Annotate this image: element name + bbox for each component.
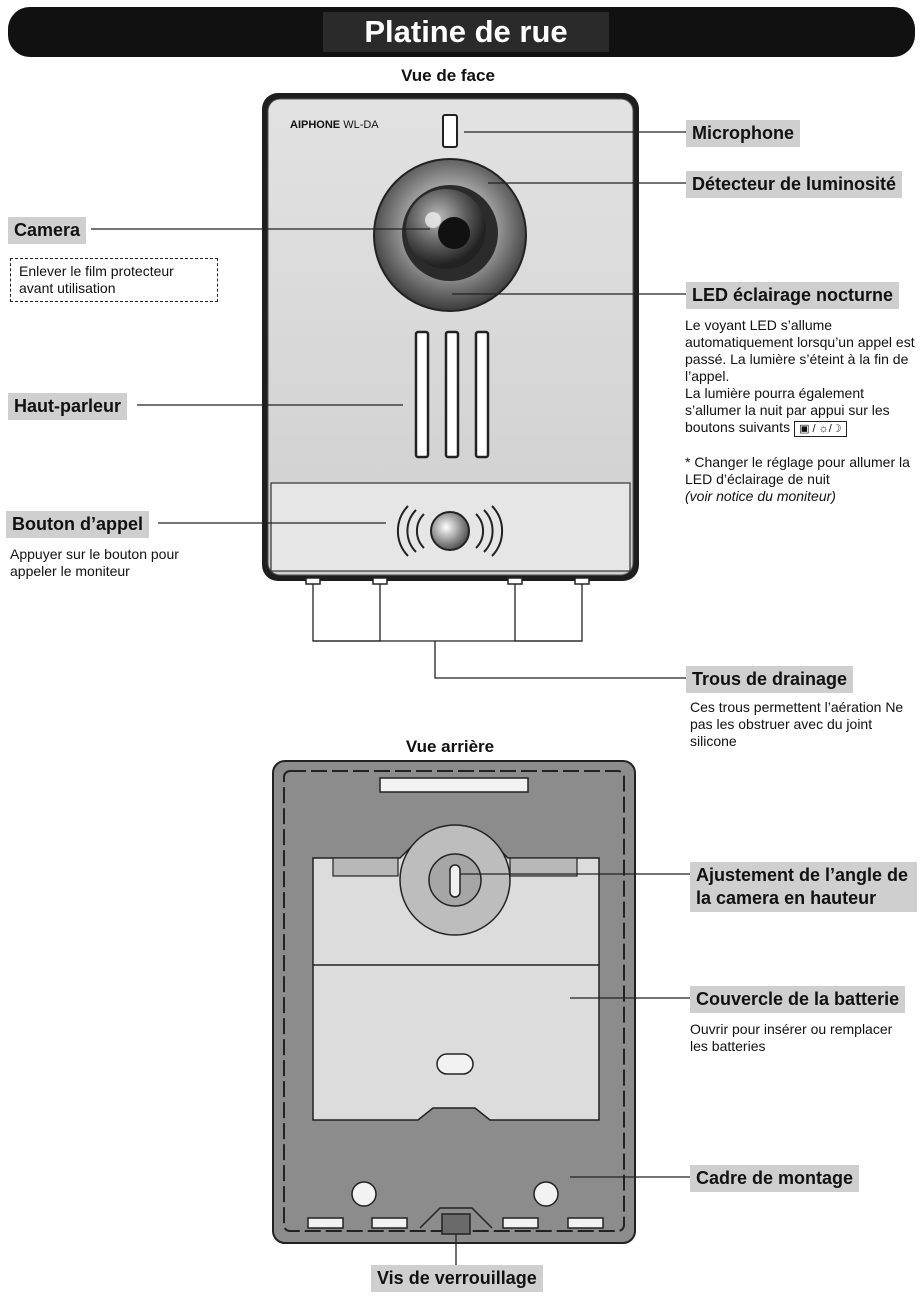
label-drainage: Trous de drainage (686, 666, 854, 693)
angle-screw (449, 864, 461, 898)
page-title: Platine de rue (323, 12, 609, 52)
call-button-description: Appuyer sur le bouton pour appeler le mo… (10, 546, 179, 579)
mount-hole-left (351, 1181, 377, 1207)
locking-screw (441, 1213, 471, 1235)
speaker-slots (414, 330, 490, 459)
front-leader-lines (91, 131, 686, 679)
led-description: Le voyant LED s’allume automatiquement l… (685, 317, 915, 504)
rear-view-device (272, 760, 636, 1244)
label-light-sensor: Détecteur de luminosité (686, 171, 903, 198)
label-microphone: Microphone (686, 120, 800, 147)
label-led: LED éclairage nocturne (686, 282, 900, 309)
rear-view-title: Vue arrière (405, 737, 495, 756)
camera-pupil (438, 217, 470, 249)
battery-cover-description: Ouvrir pour insérer ou remplacer les bat… (690, 1021, 893, 1054)
brand-label: AIPHONE WL-DA (290, 119, 379, 131)
label-camera: Camera (8, 217, 87, 244)
label-speaker: Haut-parleur (8, 393, 128, 420)
drainage-description: Ces trous permettent l’aération Ne pas l… (690, 699, 904, 749)
label-battery-cover: Couvercle de la batterie (690, 986, 906, 1013)
call-button (396, 505, 504, 557)
lens-highlight (425, 212, 441, 228)
label-angle: Ajustement de l’angle de la camera en ha… (690, 862, 917, 912)
rear-leader-lines (455, 873, 690, 1265)
label-call-button: Bouton d’appel (6, 511, 149, 538)
led-buttons: ▣ / ☼/☽ (794, 421, 847, 437)
lower-hole (436, 1053, 474, 1075)
top-slot (379, 777, 529, 793)
label-frame: Cadre de montage (690, 1165, 860, 1192)
microphone-slot (442, 114, 458, 148)
label-screw: Vis de verrouillage (371, 1265, 543, 1292)
front-view-device (262, 93, 639, 585)
mount-hole-right (533, 1181, 559, 1207)
camera-note: Enlever le film protecteur avant utilisa… (10, 258, 218, 302)
bottom-tabs (307, 1217, 604, 1229)
front-view-title: Vue de face (401, 66, 495, 85)
